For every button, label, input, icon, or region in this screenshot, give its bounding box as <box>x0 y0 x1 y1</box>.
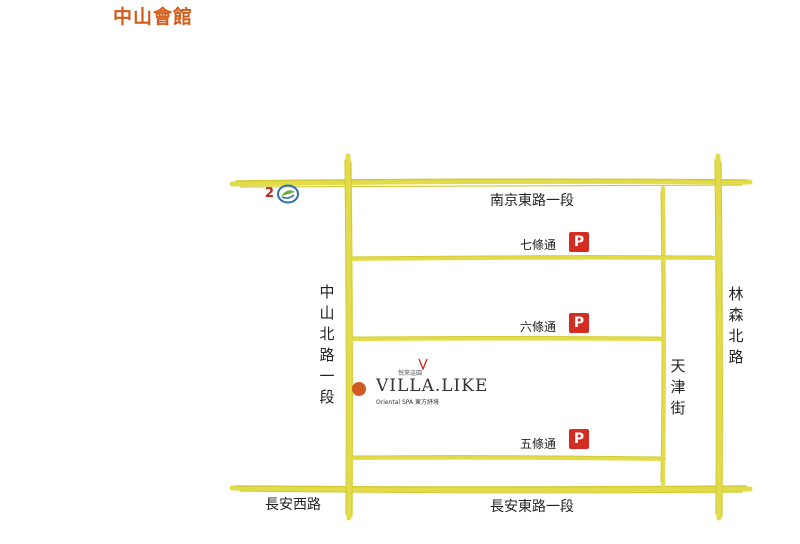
road-lane-6 <box>348 336 666 341</box>
road-zhongshan-north <box>345 153 352 521</box>
road-label-nanjing-east: 南京東路一段 <box>490 193 574 209</box>
road-lane-5 <box>348 455 666 461</box>
lane-label-7: 七條通 <box>520 238 557 252</box>
parking-icon: P <box>569 429 589 449</box>
road-label-linsen-north: 林森北路 <box>728 285 744 366</box>
parking-icon: P <box>569 313 589 333</box>
road-label-changan-west: 長安西路 <box>265 497 321 513</box>
road-lane-7 <box>348 255 718 261</box>
parking-icon: P <box>569 232 589 252</box>
road-changan-east <box>229 485 753 493</box>
page-title: 中山會館 <box>113 6 194 28</box>
logo-chinese-text: 悅來這園 <box>398 370 423 377</box>
road-nanjing-east <box>229 178 753 187</box>
road-label-tianjin: 天津街 <box>670 357 686 417</box>
lane-label-5: 五條通 <box>520 437 557 451</box>
location-pin-icon[interactable] <box>352 382 366 396</box>
road-label-changan-east: 長安東路一段 <box>490 499 574 515</box>
road-linsen-north <box>715 153 722 521</box>
lane-label-6: 六條通 <box>520 320 557 334</box>
road-label-zhongshan-north: 中山北路一段 <box>319 283 335 406</box>
logo-subtitle: Oriental SPA 東方紓境 <box>376 399 440 406</box>
villa-like-logo: 悅來這園 VILLA.LIKE Oriental SPA 東方紓境 <box>376 358 487 414</box>
metro-exit-number: 2 <box>265 186 275 201</box>
leaf-icon <box>418 358 428 370</box>
metro-icon <box>277 184 299 204</box>
logo-main-text: VILLA.LIKE <box>376 376 489 396</box>
